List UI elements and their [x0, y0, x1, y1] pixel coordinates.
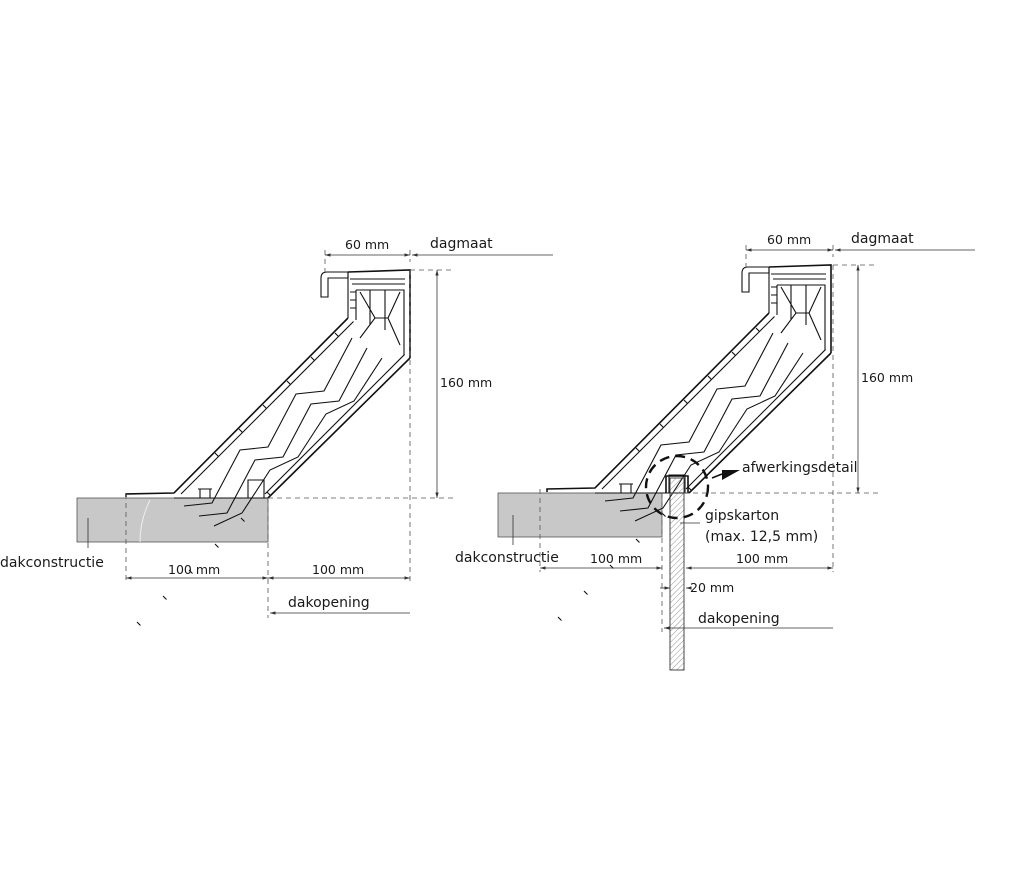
dagmaat-label: dagmaat [430, 236, 493, 252]
finish-detail-circle [644, 454, 710, 520]
plasterboard-wall [669, 477, 685, 671]
roof-kerb-profile [546, 264, 832, 622]
dim-height-label: 160 mm [861, 370, 913, 385]
dim-top-label: 60 mm [767, 232, 811, 247]
finish-detail-arrow [722, 470, 740, 480]
dagmaat-label: dagmaat [851, 231, 914, 247]
board-note: (max. 12,5 mm) [705, 529, 818, 545]
gap-label: 20 mm [690, 580, 734, 595]
dim-right-label: 100 mm [312, 562, 364, 577]
left-detail: 60 mm dagmaat 160 mm 100 mm 100 mm dakop… [0, 236, 553, 627]
dim-height-label: 160 mm [440, 375, 492, 390]
dim-left-label: 100 mm [168, 562, 220, 577]
finish-detail-label: afwerkingsdetail [742, 460, 857, 476]
roof-slab [497, 492, 663, 538]
roof-label: dakconstructie [0, 555, 104, 571]
board-label: gipskarton [705, 508, 779, 524]
right-detail: afwerkingsdetail 60 mm dagmaat 160 mm gi… [455, 231, 975, 671]
roof-slab [76, 497, 269, 543]
opening-label: dakopening [698, 611, 780, 627]
dim-top-label: 60 mm [345, 237, 389, 252]
roof-label: dakconstructie [455, 550, 559, 566]
dim-left-label: 100 mm [590, 551, 642, 566]
dim-right-label: 100 mm [736, 551, 788, 566]
opening-label: dakopening [288, 595, 370, 611]
